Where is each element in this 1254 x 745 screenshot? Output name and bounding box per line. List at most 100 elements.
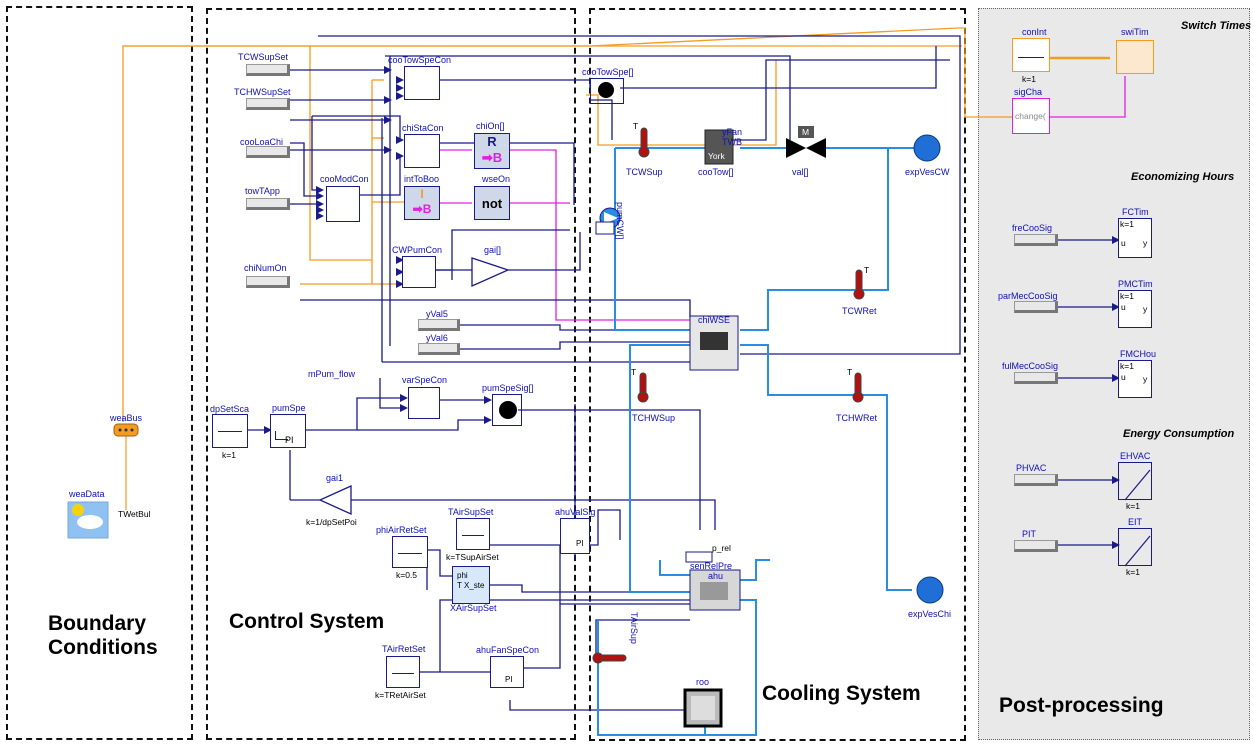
twb-label: TWB xyxy=(722,137,742,147)
pmctim-k: k=1 xyxy=(1120,291,1134,301)
cootowspecon-label: cooTowSpeCon xyxy=(388,55,452,65)
post-processing-title: Post-processing xyxy=(999,694,1164,717)
expvescw-label: expVesCW xyxy=(905,167,950,177)
cooling-system-title: Cooling System xyxy=(762,682,921,705)
fctim-block[interactable]: k=1 u y xyxy=(1118,218,1152,258)
expveschi-label: expVesChi xyxy=(908,609,952,619)
inttoboo-block[interactable]: I ➡B xyxy=(404,186,440,220)
phiairretset-block[interactable] xyxy=(392,536,428,568)
tairsupset-label: TAirSupSet xyxy=(448,507,494,517)
ahu-label: ahu xyxy=(708,571,724,581)
pi-text-2: PI xyxy=(576,539,584,548)
fmchou-u: u xyxy=(1121,372,1126,382)
coomodcon-label: cooModCon xyxy=(320,174,369,184)
tchwsup-label: TCHWSup xyxy=(632,413,676,423)
yval5-source[interactable] xyxy=(418,319,460,331)
conint-block[interactable] xyxy=(1012,38,1050,72)
yval6-source[interactable] xyxy=(418,343,460,355)
varspecon-label: varSpeCon xyxy=(402,375,448,385)
fmchou-y: y xyxy=(1143,374,1148,384)
pi-text: PI xyxy=(285,435,294,445)
cooloachi-source[interactable] xyxy=(246,146,290,158)
t-xste-text: T X_ste xyxy=(457,581,485,590)
p-rel-label: p_rel xyxy=(712,543,731,553)
phvac-source[interactable] xyxy=(1014,474,1058,486)
switim-block[interactable] xyxy=(1116,40,1154,74)
pumspesig-label: pumSpeSig[] xyxy=(482,383,534,393)
cwpumcon-label: CWPumCon xyxy=(392,245,443,255)
freecoosig-source[interactable] xyxy=(1014,234,1058,246)
pmctim-block[interactable]: k=1 u y xyxy=(1118,290,1152,328)
cootow-label: cooTow[] xyxy=(698,167,734,177)
eit-label: EIT xyxy=(1128,517,1143,527)
tcwsupset-label: TCWSupSet xyxy=(238,52,289,62)
pmctim-label: PMCTim xyxy=(1118,279,1153,289)
ehvac-block[interactable] xyxy=(1118,462,1152,500)
inttoboo-label: intToBoo xyxy=(404,174,440,184)
xairsupset-label: XAirSupSet xyxy=(450,603,497,613)
pumspe-block[interactable]: PI xyxy=(270,414,306,448)
tchwsupset-source[interactable] xyxy=(246,98,290,110)
weabus-label: weaBus xyxy=(110,413,143,423)
phvac-label: PHVAC xyxy=(1016,463,1047,473)
fmchou-label: FMCHou xyxy=(1120,349,1157,359)
yval5-label: yVal5 xyxy=(426,309,448,319)
tairretset-block[interactable] xyxy=(386,656,420,688)
eit-block[interactable] xyxy=(1118,528,1152,566)
varspecon-block[interactable] xyxy=(408,387,440,419)
chinumon-source[interactable] xyxy=(246,276,290,288)
val-label: val[] xyxy=(792,167,809,177)
coomodcon-block[interactable] xyxy=(326,186,360,222)
cwpumcon-block[interactable] xyxy=(402,256,436,288)
dpsetsca-block[interactable] xyxy=(212,414,248,448)
yfan-label: yFan xyxy=(722,127,743,137)
tchwret-label: TCHWRet xyxy=(836,413,877,423)
parmeccoosig-label: parMecCooSig xyxy=(998,291,1058,301)
ahuvalsig-block[interactable]: PI xyxy=(560,518,590,554)
roo-label: roo xyxy=(696,677,710,687)
wseon-block[interactable]: not xyxy=(474,186,510,220)
tcwsup-t: T xyxy=(633,121,639,131)
fulmeccoosig-source[interactable] xyxy=(1014,372,1058,384)
tairsup-label: TAirSup xyxy=(629,612,639,644)
tcwret-t: T xyxy=(864,265,870,275)
chistacon-block[interactable] xyxy=(404,134,440,168)
dpsetsca-label: dpSetSca xyxy=(210,404,250,414)
r-text: R xyxy=(487,134,497,149)
ahuvalsig-label: ahuValSig xyxy=(555,507,596,517)
xairsupset-block[interactable]: phi T X_ste xyxy=(452,566,490,604)
ahufanspecon-block[interactable]: PI xyxy=(490,656,524,688)
boundary-region xyxy=(6,6,193,740)
chion-block[interactable]: R ➡B xyxy=(474,133,510,169)
switch-times-header: Switch Times xyxy=(1181,20,1252,32)
fmchou-block[interactable]: k=1 u y xyxy=(1118,360,1152,398)
pmctim-u: u xyxy=(1121,302,1126,312)
ahufanspecon-label: ahuFanSpeCon xyxy=(476,645,540,655)
cooloachi-label: cooLoaChi xyxy=(240,137,284,147)
dpsetsca-k: k=1 xyxy=(222,450,236,460)
chinumon-label: chiNumOn xyxy=(244,263,287,273)
parmeccoosig-source[interactable] xyxy=(1014,301,1058,313)
chion-label: chiOn[] xyxy=(476,121,505,131)
i-text: I xyxy=(420,187,424,201)
cootowspe-block[interactable] xyxy=(590,78,624,104)
fulmeccoosig-label: fulMecCooSig xyxy=(1002,361,1059,371)
cootowspecon-block[interactable] xyxy=(404,66,440,100)
yval6-label: yVal6 xyxy=(426,333,448,343)
boundary-conditions-title: Boundary Conditions xyxy=(48,612,158,660)
control-system-title: Control System xyxy=(229,610,385,633)
ehvac-k: k=1 xyxy=(1126,501,1140,511)
economizing-hours-header: Economizing Hours xyxy=(1131,171,1235,183)
fctim-u: u xyxy=(1121,238,1126,248)
change-text: change( xyxy=(1015,111,1046,121)
tcwsupset-source[interactable] xyxy=(246,64,290,76)
weadata-label: weaData xyxy=(69,489,105,499)
towtapp-source[interactable] xyxy=(246,198,290,210)
sigcha-block[interactable]: change( xyxy=(1012,98,1050,134)
senrelpre-label: senRelPre xyxy=(690,561,733,571)
energy-consumption-header: Energy Consumption xyxy=(1123,428,1235,440)
pumspesig-block[interactable] xyxy=(492,394,522,426)
pit-source[interactable] xyxy=(1014,540,1058,552)
tairsupset-block[interactable] xyxy=(456,518,490,550)
tcwsup-label: TCWSup xyxy=(626,167,663,177)
